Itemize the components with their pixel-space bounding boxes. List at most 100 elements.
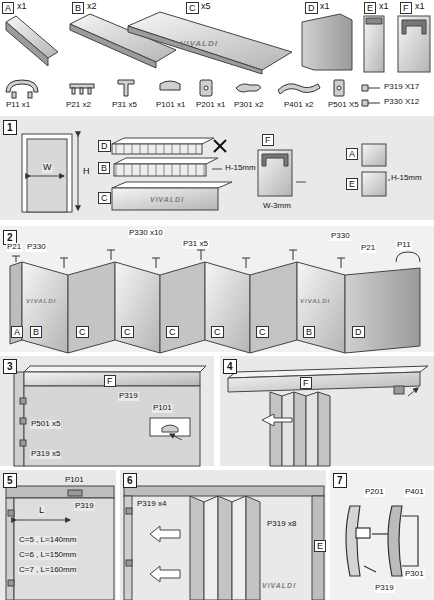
illustration-g xyxy=(12,250,420,268)
illustration-circle xyxy=(204,86,208,90)
watermark: VIVALDI xyxy=(262,582,296,590)
node-text: F xyxy=(107,376,113,386)
illustration-path xyxy=(197,250,205,260)
part-letter: C xyxy=(256,326,269,338)
watermark: VIVALDI xyxy=(180,40,218,49)
node-text: B xyxy=(306,327,312,337)
node-text: D xyxy=(355,327,362,337)
part-letter: B xyxy=(303,326,315,338)
part-code: P21 xyxy=(360,244,376,253)
node-text: A xyxy=(14,327,20,337)
node-text: F xyxy=(265,135,271,145)
illustration-polygon xyxy=(282,392,294,466)
part-letter: A xyxy=(11,326,23,338)
illustration-polygon xyxy=(115,262,160,353)
quantity: x1 xyxy=(320,2,330,12)
illustration-path xyxy=(60,258,68,268)
illustration-line xyxy=(214,140,226,152)
part-letter: C xyxy=(186,2,199,14)
part-letter: B xyxy=(72,2,84,14)
part-code: P319 xyxy=(374,584,395,593)
illustration-rect xyxy=(80,88,83,94)
illustration-rect xyxy=(394,386,404,394)
illustration-g xyxy=(14,366,206,466)
node-text: C xyxy=(189,3,196,13)
illustration-path xyxy=(262,414,292,426)
part-letter: B xyxy=(98,162,110,174)
illustration-polygon xyxy=(270,392,282,466)
illustration-rect xyxy=(124,496,132,600)
illustration-rect xyxy=(220,356,434,466)
part-code: P401 x2 xyxy=(284,101,313,110)
illustration-path xyxy=(160,81,180,90)
illustration-rect xyxy=(362,172,386,196)
node-text: B xyxy=(101,163,107,173)
node-text: D xyxy=(101,141,108,151)
illustration-rect xyxy=(24,372,200,386)
node-text: C xyxy=(79,327,86,337)
illustration-rect xyxy=(126,560,132,566)
part-code: P319 X17 xyxy=(384,83,419,92)
watermark: VIVALDI xyxy=(150,196,184,204)
illustration-path xyxy=(337,258,345,268)
illustration-line xyxy=(16,520,70,521)
illustration-rect xyxy=(150,418,190,436)
dimension: W-3mm xyxy=(262,202,292,211)
part-code: P501 x5 xyxy=(30,420,61,429)
illustration-line xyxy=(368,88,380,89)
illustration-rect xyxy=(68,490,82,496)
part-code: P330 X12 xyxy=(384,98,419,107)
node-text: B xyxy=(33,327,39,337)
watermark: VIVALDI xyxy=(26,298,56,305)
node-text: C xyxy=(214,327,221,337)
node-text: F xyxy=(403,3,409,13)
illustration-path xyxy=(118,80,134,96)
dimension: H-15mm xyxy=(390,174,423,183)
illustration-rect xyxy=(200,80,212,96)
illustration-rect xyxy=(28,92,32,98)
illustration-rect xyxy=(72,88,75,94)
illustration-path xyxy=(278,84,320,94)
illustration-path xyxy=(242,258,250,268)
illustration-path xyxy=(6,80,38,92)
part-code: P11 x1 xyxy=(6,101,30,110)
part-letter: C xyxy=(211,326,224,338)
node-text: 6 xyxy=(127,475,133,486)
quantity: x1 xyxy=(379,2,389,12)
step-number: 7 xyxy=(333,473,347,488)
illustration-polygon xyxy=(6,22,48,66)
illustration-rect xyxy=(334,80,344,96)
illustration-rect xyxy=(330,470,434,600)
quantity: x2 xyxy=(87,2,97,12)
node-text: 7 xyxy=(337,475,343,486)
part-code: P330 x10 xyxy=(128,229,164,238)
node-text: D xyxy=(308,3,315,13)
illustration-path xyxy=(236,84,261,92)
illustration-line xyxy=(78,136,79,210)
illustration-g xyxy=(6,12,430,74)
part-letter: E xyxy=(364,2,376,14)
illustration-path xyxy=(402,20,426,34)
quantity: x5 xyxy=(201,2,211,12)
node-text: E xyxy=(367,3,373,13)
part-letter: A xyxy=(2,2,14,14)
node-text: F xyxy=(303,378,309,388)
part-letter: C xyxy=(76,326,89,338)
node-text: A xyxy=(349,149,355,159)
illustration-rect xyxy=(20,440,26,446)
illustration-polygon xyxy=(345,268,420,353)
node-text: 2 xyxy=(7,232,13,243)
illustration-line xyxy=(30,176,64,177)
illustration-polygon xyxy=(297,262,345,353)
node-text: E xyxy=(349,179,355,189)
illustration-polygon xyxy=(160,262,205,353)
illustration-rect xyxy=(0,116,434,220)
part-code: P31 x5 xyxy=(112,101,137,110)
illustration-polygon xyxy=(232,496,246,600)
part-letter: A xyxy=(346,148,358,160)
illustration-rect xyxy=(88,88,91,94)
illustration-rect xyxy=(126,508,132,514)
illustration-polygon xyxy=(114,158,218,164)
part-letter: C xyxy=(98,192,111,204)
illustration-g xyxy=(6,80,380,106)
